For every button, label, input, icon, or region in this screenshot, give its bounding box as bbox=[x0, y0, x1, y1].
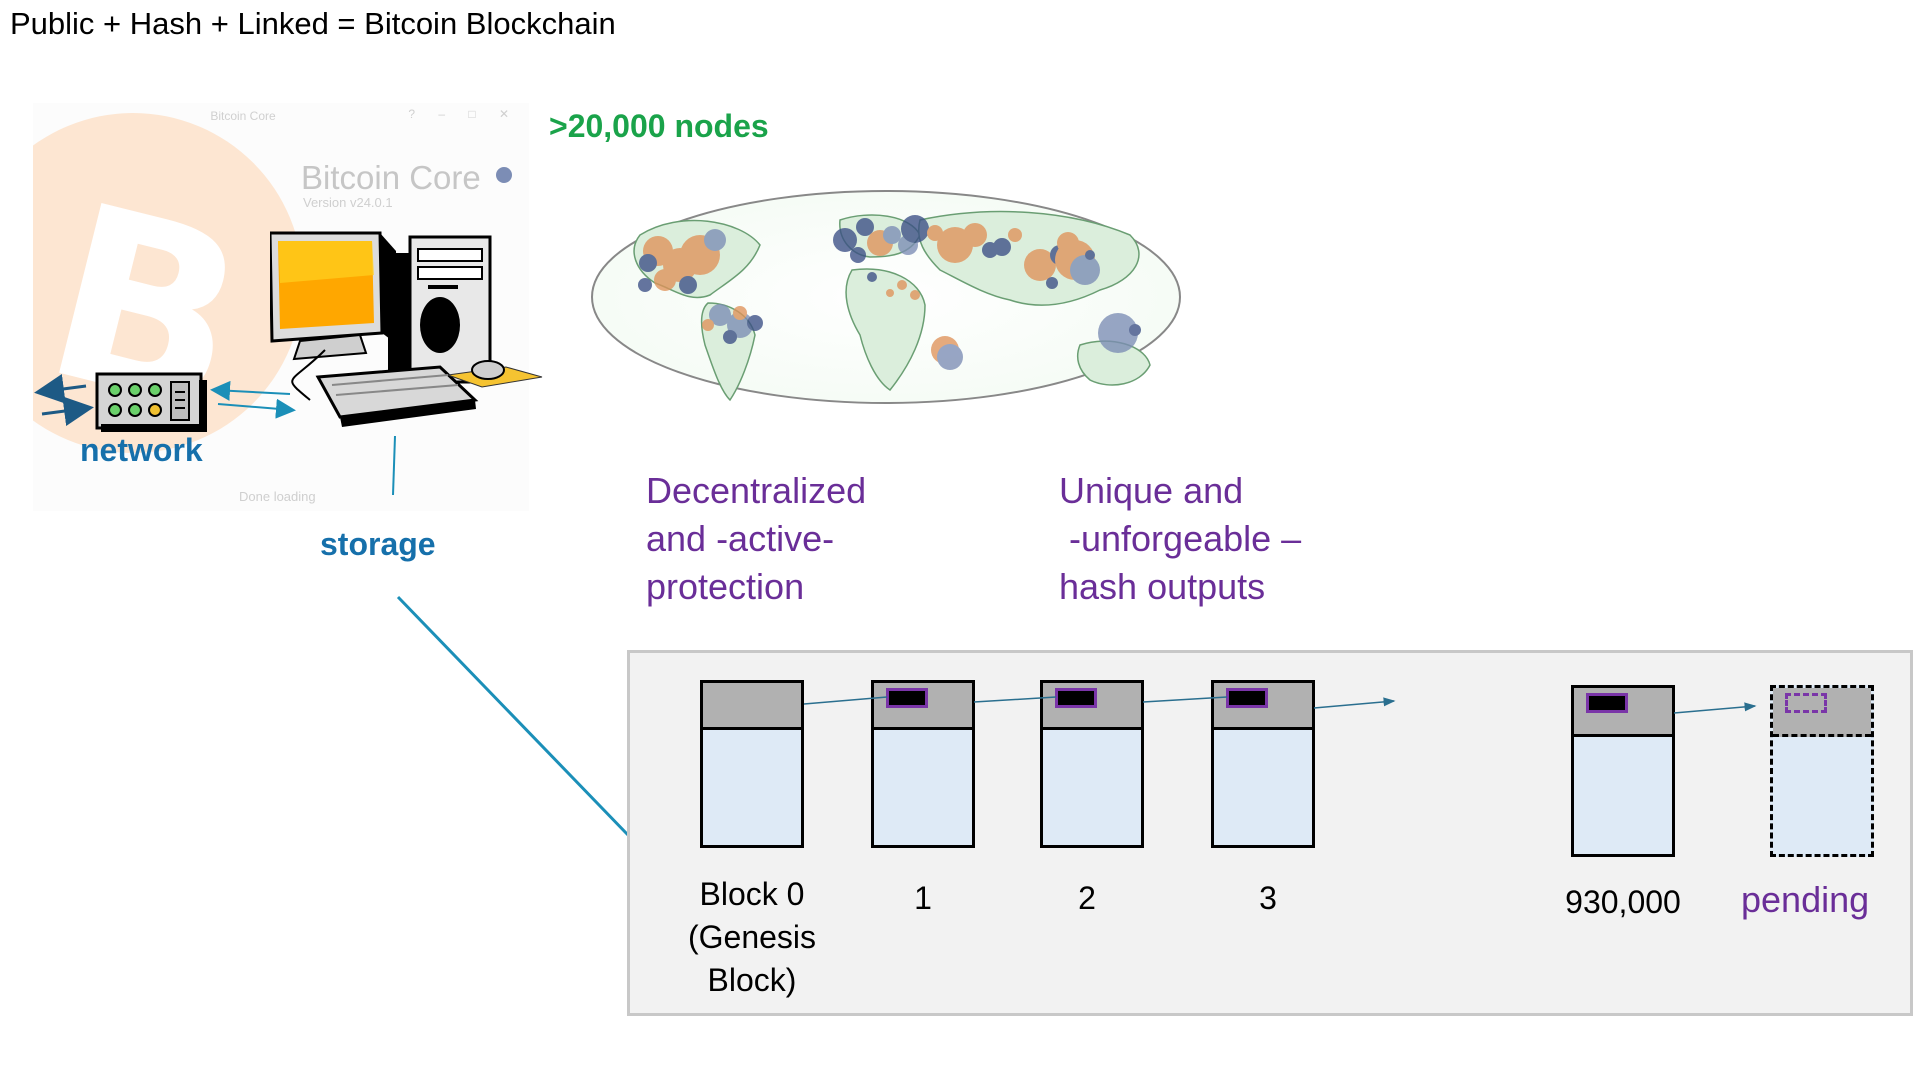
splash-window-buttons: ? – □ ✕ bbox=[408, 107, 519, 121]
block-1-label: 1 bbox=[914, 880, 932, 916]
computer-to-network-arrow bbox=[210, 380, 291, 401]
network-to-computer-arrow bbox=[217, 398, 296, 419]
splash-app-name: Bitcoin Core bbox=[301, 159, 481, 196]
splash-status: Done loading bbox=[239, 489, 316, 504]
previous-hash-field bbox=[1226, 688, 1268, 708]
hash-link-0-1 bbox=[803, 696, 888, 705]
block-genesis-label: Block 0 (Genesis Block) bbox=[672, 873, 832, 1002]
decentralized-line-1: Decentralized bbox=[646, 470, 867, 511]
node-count-label: >20,000 nodes bbox=[549, 108, 769, 144]
block-header bbox=[703, 683, 801, 730]
decentralized-line-3: protection bbox=[646, 566, 805, 607]
storage-label: storage bbox=[320, 526, 436, 562]
network-out-arrow bbox=[34, 374, 87, 404]
block-header bbox=[1773, 688, 1871, 737]
hash-link-2-3 bbox=[1142, 696, 1228, 703]
world-map-icon bbox=[591, 190, 1181, 404]
storage-to-chain-line bbox=[396, 595, 630, 837]
desktop-computer-icon bbox=[270, 231, 543, 427]
unique-line-2: -unforgeable – bbox=[1059, 518, 1302, 559]
splash-version: Version v24.0.1 bbox=[303, 195, 393, 210]
decentralized-line-2: and -active- bbox=[646, 518, 835, 559]
previous-hash-field bbox=[1586, 693, 1628, 713]
hash-link-3-next bbox=[1313, 697, 1396, 709]
hash-link-1-2 bbox=[973, 696, 1057, 703]
slide-title: Public + Hash + Linked = Bitcoin Blockch… bbox=[10, 6, 616, 41]
block-930000 bbox=[1571, 685, 1675, 857]
block-header bbox=[1043, 683, 1141, 730]
previous-hash-field bbox=[1055, 688, 1097, 708]
block-label-line: Block 0 bbox=[699, 876, 805, 912]
block-2-label: 2 bbox=[1078, 880, 1096, 916]
block-pending bbox=[1770, 685, 1874, 857]
splash-window-title: Bitcoin Core bbox=[210, 109, 276, 123]
block-header bbox=[1574, 688, 1672, 737]
block-3-label: 3 bbox=[1259, 880, 1277, 916]
pending-label: pending bbox=[1741, 879, 1870, 920]
unique-line-1: Unique and bbox=[1059, 470, 1244, 511]
previous-hash-field bbox=[1785, 693, 1827, 713]
block-label-line: Block) bbox=[707, 962, 797, 998]
block-label-line: (Genesis bbox=[687, 919, 817, 955]
network-label: network bbox=[80, 432, 203, 468]
unique-line-3: hash outputs bbox=[1059, 566, 1266, 607]
block-1 bbox=[871, 680, 975, 848]
block-930000-label: 930,000 bbox=[1565, 884, 1681, 920]
computer-storage-line bbox=[392, 435, 396, 496]
block-header bbox=[874, 683, 972, 730]
previous-hash-field bbox=[886, 688, 928, 708]
decentralized-text: Decentralized and -active- protection bbox=[646, 467, 866, 611]
block-genesis bbox=[700, 680, 804, 848]
block-3 bbox=[1211, 680, 1315, 848]
hash-link-930000-pending bbox=[1673, 702, 1757, 714]
splash-node-dot-icon bbox=[496, 167, 512, 183]
block-2 bbox=[1040, 680, 1144, 848]
block-header bbox=[1214, 683, 1312, 730]
unique-hash-text: Unique and -unforgeable – hash outputs bbox=[1059, 467, 1301, 611]
network-device-icon bbox=[95, 372, 207, 432]
network-in-arrow bbox=[41, 396, 94, 426]
